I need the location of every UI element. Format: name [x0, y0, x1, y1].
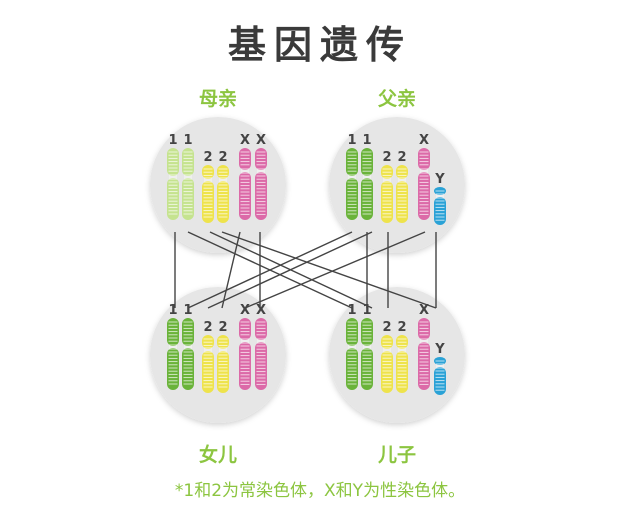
inheritance-line	[244, 231, 426, 309]
daughter-label-x2: X	[256, 303, 266, 318]
son-label-1a: 1	[347, 303, 356, 318]
inheritance-lines	[174, 231, 437, 309]
mother-chromosome-1b	[182, 148, 194, 220]
mother-label-1a: 1	[168, 133, 177, 148]
chromosome-sets	[167, 148, 446, 395]
footnote: *1和2为常染色体，X和Y为性染色体。	[174, 481, 466, 501]
father-label-x: X	[419, 133, 429, 148]
son-label-x: X	[419, 303, 429, 318]
daughter-label-2b: 2	[218, 320, 227, 335]
daughter-label-1a: 1	[168, 303, 177, 318]
father-label-1a: 1	[347, 133, 356, 148]
son-label-2a: 2	[382, 320, 391, 335]
daughter-label-2a: 2	[203, 320, 212, 335]
mother-label-x2: X	[256, 133, 266, 148]
inheritance-line	[221, 231, 437, 309]
mother-chromosome-2a	[202, 165, 214, 223]
father-chromosome-2b	[396, 165, 408, 223]
daughter-chromosome-1b	[182, 318, 194, 390]
mother-chromosome-x2	[255, 148, 267, 220]
son-chromosome-x	[418, 318, 430, 390]
page-title: 基因遗传	[227, 23, 412, 67]
daughter-label-x: X	[240, 303, 250, 318]
father-chromosome-1a	[346, 148, 358, 220]
father-chromosome-y	[434, 187, 446, 225]
son-label-y: Y	[434, 342, 445, 357]
father-label-y: Y	[434, 172, 445, 187]
mother-chromosome-2b	[217, 165, 229, 223]
father-label: 父亲	[377, 88, 416, 110]
son-chromosome-1b	[361, 318, 373, 390]
daughter-chromosome-2a	[202, 335, 214, 393]
inheritance-line	[187, 231, 353, 309]
father-label-1b: 1	[362, 133, 371, 148]
mother-chromosome-x	[239, 148, 251, 220]
inheritance-line	[207, 231, 373, 309]
son-chromosome-y	[434, 357, 446, 395]
son-label-2b: 2	[397, 320, 406, 335]
daughter-chromosome-x2	[255, 318, 267, 390]
son-chromosome-2b	[396, 335, 408, 393]
father-chromosome-1b	[361, 148, 373, 220]
father-label-2a: 2	[382, 150, 391, 165]
daughter-label-1b: 1	[183, 303, 192, 318]
father-label-2b: 2	[397, 150, 406, 165]
son-label: 儿子	[377, 444, 416, 466]
mother-chromosome-1a	[167, 148, 179, 220]
mother-label-2a: 2	[203, 150, 212, 165]
father-chromosome-2a	[381, 165, 393, 223]
son-label-1b: 1	[362, 303, 371, 318]
daughter-chromosome-x	[239, 318, 251, 390]
mother-label-2b: 2	[218, 150, 227, 165]
daughter-chromosome-1a	[167, 318, 179, 390]
inheritance-line	[221, 231, 241, 309]
father-chromosome-x	[418, 148, 430, 220]
mother-label: 母亲	[198, 88, 237, 110]
daughter-label: 女儿	[198, 444, 237, 466]
daughter-chromosome-2b	[217, 335, 229, 393]
mother-label-x: X	[240, 133, 250, 148]
son-chromosome-1a	[346, 318, 358, 390]
mother-label-1b: 1	[183, 133, 192, 148]
son-chromosome-2a	[381, 335, 393, 393]
